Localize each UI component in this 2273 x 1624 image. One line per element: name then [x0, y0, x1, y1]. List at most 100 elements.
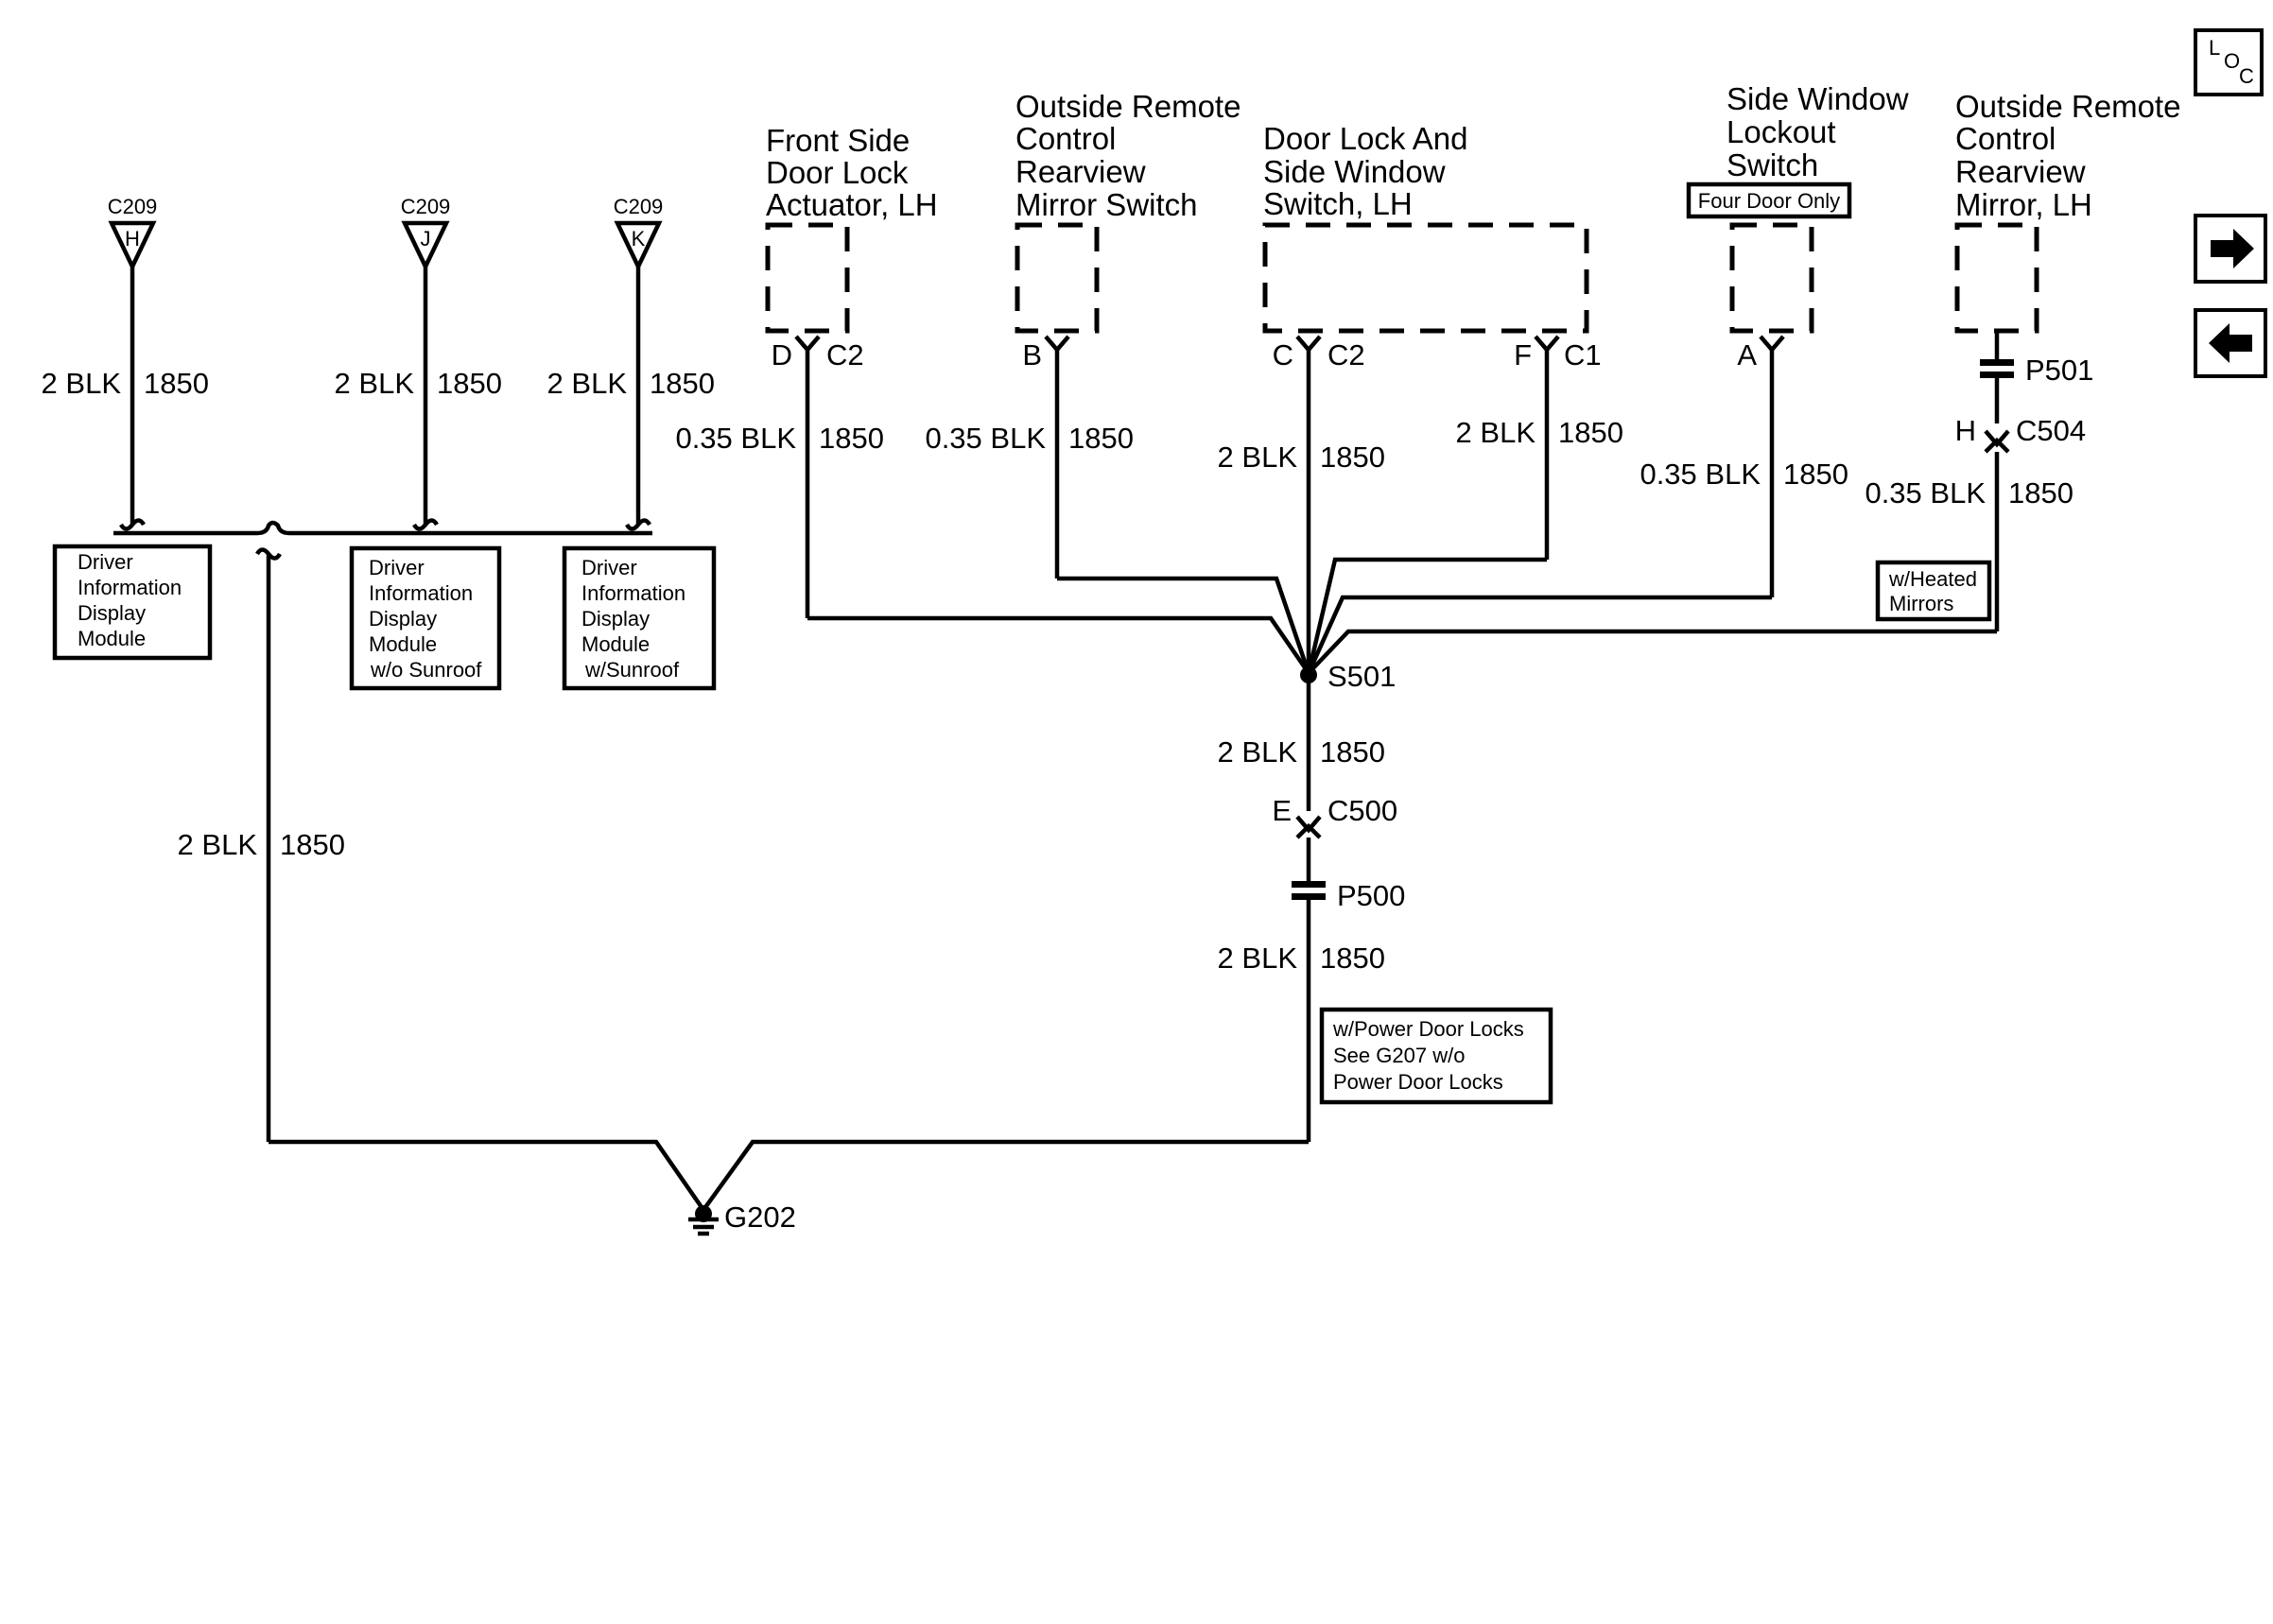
svg-text:E: E [1272, 794, 1292, 827]
wire-circuit-label: 1850 [819, 422, 884, 455]
pin-label-c: C [1273, 338, 1293, 371]
svg-text:C209: C209 [108, 195, 158, 218]
svg-text:See G207 w/o: See G207 w/o [1333, 1044, 1465, 1067]
connector-c500: E C500 [1272, 794, 1397, 839]
wire-run-switch-f [1306, 557, 1547, 674]
connector-label-c2: C2 [1327, 338, 1365, 371]
svg-text:w/o Sunroof: w/o Sunroof [370, 658, 482, 682]
svg-text:Door Lock: Door Lock [766, 155, 909, 190]
wire-color-label: 0.35 BLK [925, 422, 1046, 455]
front-door-lock-actuator-title: Front Side Door Lock Actuator, LH [766, 123, 938, 222]
svg-text:H: H [125, 227, 140, 251]
svg-text:C500: C500 [1327, 794, 1397, 827]
svg-text:Display: Display [581, 607, 650, 631]
wire-circuit-label: 1850 [144, 367, 209, 400]
svg-text:Four Door Only: Four Door Only [1698, 189, 1840, 213]
wire-color-label: 2 BLK [335, 367, 415, 400]
c209-connector-h: C209 H [108, 195, 158, 272]
wire-circuit-label: 1850 [1558, 416, 1623, 449]
front-door-lock-actuator-box [765, 222, 850, 334]
mirror-lh-title: Outside Remote Control Rearview Mirror, … [1955, 89, 2180, 222]
heated-mirrors-note: w/Heated Mirrors [1875, 560, 1992, 622]
svg-text:C: C [2239, 64, 2254, 88]
pin-label-b: B [1022, 338, 1042, 371]
mirror-switch-box [1015, 222, 1100, 334]
wire-circuit-label: 1850 [1068, 422, 1134, 455]
lockout-switch-title: Side Window Lockout Switch [1726, 81, 1909, 182]
svg-text:Driver: Driver [78, 550, 133, 574]
svg-text:Lockout: Lockout [1726, 114, 1836, 149]
svg-text:G202: G202 [724, 1201, 796, 1234]
wire-color-label: 0.35 BLK [1865, 476, 1986, 510]
svg-text:Door Lock And: Door Lock And [1263, 121, 1467, 156]
connector-p501: P501 [1980, 331, 2093, 423]
arrow-left-icon [2209, 323, 2252, 363]
door-lock-window-switch-title: Door Lock And Side Window Switch, LH [1263, 121, 1467, 221]
wire-circuit-label: 1850 [1320, 441, 1385, 474]
four-door-only-label: Four Door Only [1686, 181, 1852, 219]
power-door-locks-note: w/Power Door Locks See G207 w/o Power Do… [1319, 1007, 1553, 1105]
wire-color-label: 2 BLK [42, 367, 122, 400]
svg-text:C209: C209 [401, 195, 451, 218]
svg-text:Side Window: Side Window [1726, 81, 1909, 116]
connector-p500: P500 [1292, 879, 1405, 912]
wire-color-label: 2 BLK [547, 367, 628, 400]
wire-run-mirror-lh [1307, 629, 1997, 675]
svg-text:Switch, LH: Switch, LH [1263, 186, 1413, 221]
pin-label-d: D [772, 338, 792, 371]
svg-text:O: O [2224, 49, 2240, 73]
wire-color-label: 2 BLK [1218, 942, 1298, 975]
svg-text:Mirrors: Mirrors [1889, 592, 1953, 615]
svg-text:w/Sunroof: w/Sunroof [584, 658, 680, 682]
wire-color-label: 2 BLK [1456, 416, 1536, 449]
svg-text:J: J [421, 227, 431, 251]
svg-text:Information: Information [78, 576, 182, 599]
svg-text:P500: P500 [1337, 879, 1405, 912]
mirror-switch-title: Outside Remote Control Rearview Mirror S… [1015, 89, 1241, 222]
dim-module-box-3: Driver Information Display Module w/Sunr… [562, 545, 717, 691]
svg-text:Information: Information [581, 581, 685, 605]
svg-text:Driver: Driver [369, 556, 425, 579]
connector-label-c1: C1 [1564, 338, 1602, 371]
svg-text:Side Window: Side Window [1263, 154, 1446, 189]
module-bracket [113, 510, 652, 561]
svg-text:K: K [632, 227, 646, 251]
connector-c504: H C504 [1955, 414, 2086, 454]
svg-text:Actuator, LH: Actuator, LH [766, 187, 938, 222]
splice-s501: S501 [1300, 660, 1396, 693]
dim-module-box-1: Driver Information Display Module [52, 544, 213, 661]
prev-page-button[interactable] [2194, 308, 2267, 378]
svg-text:Rearview: Rearview [1955, 154, 2086, 189]
svg-text:Module: Module [369, 632, 437, 656]
wire-circuit-label: 1850 [650, 367, 715, 400]
loc-button[interactable]: L O C [2194, 28, 2264, 96]
wire-ground-left-run [269, 1139, 705, 1212]
wire-color-label: 2 BLK [178, 828, 258, 861]
svg-text:L: L [2209, 36, 2220, 60]
arrow-right-icon [2211, 229, 2254, 268]
svg-text:Display: Display [369, 607, 437, 631]
svg-text:Mirror Switch: Mirror Switch [1015, 187, 1198, 222]
wire-circuit-label: 1850 [2008, 476, 2073, 510]
svg-text:Rearview: Rearview [1015, 154, 1146, 189]
svg-text:w/Heated: w/Heated [1888, 567, 1977, 591]
c209-connector-k: C209 K [614, 195, 664, 272]
next-page-button[interactable] [2194, 214, 2267, 284]
svg-text:Display: Display [78, 601, 146, 625]
svg-text:C209: C209 [614, 195, 664, 218]
wire-run-mirror-switch [1057, 576, 1311, 674]
c209-connector-j: C209 J [401, 195, 451, 272]
svg-text:Power Door Locks: Power Door Locks [1333, 1070, 1503, 1094]
svg-text:Mirror, LH: Mirror, LH [1955, 187, 2092, 222]
svg-text:Control: Control [1015, 121, 1116, 156]
svg-text:H: H [1955, 414, 1976, 447]
wire-run-front-lock [807, 615, 1310, 675]
svg-text:P501: P501 [2025, 354, 2093, 387]
svg-text:Driver: Driver [581, 556, 637, 579]
wire-color-label: 0.35 BLK [1640, 458, 1761, 491]
pin-label-a: A [1737, 338, 1757, 371]
wire-circuit-label: 1850 [1320, 942, 1385, 975]
wire-color-label: 2 BLK [1218, 441, 1298, 474]
svg-text:Front Side: Front Side [766, 123, 910, 158]
wire-circuit-label: 1850 [280, 828, 345, 861]
